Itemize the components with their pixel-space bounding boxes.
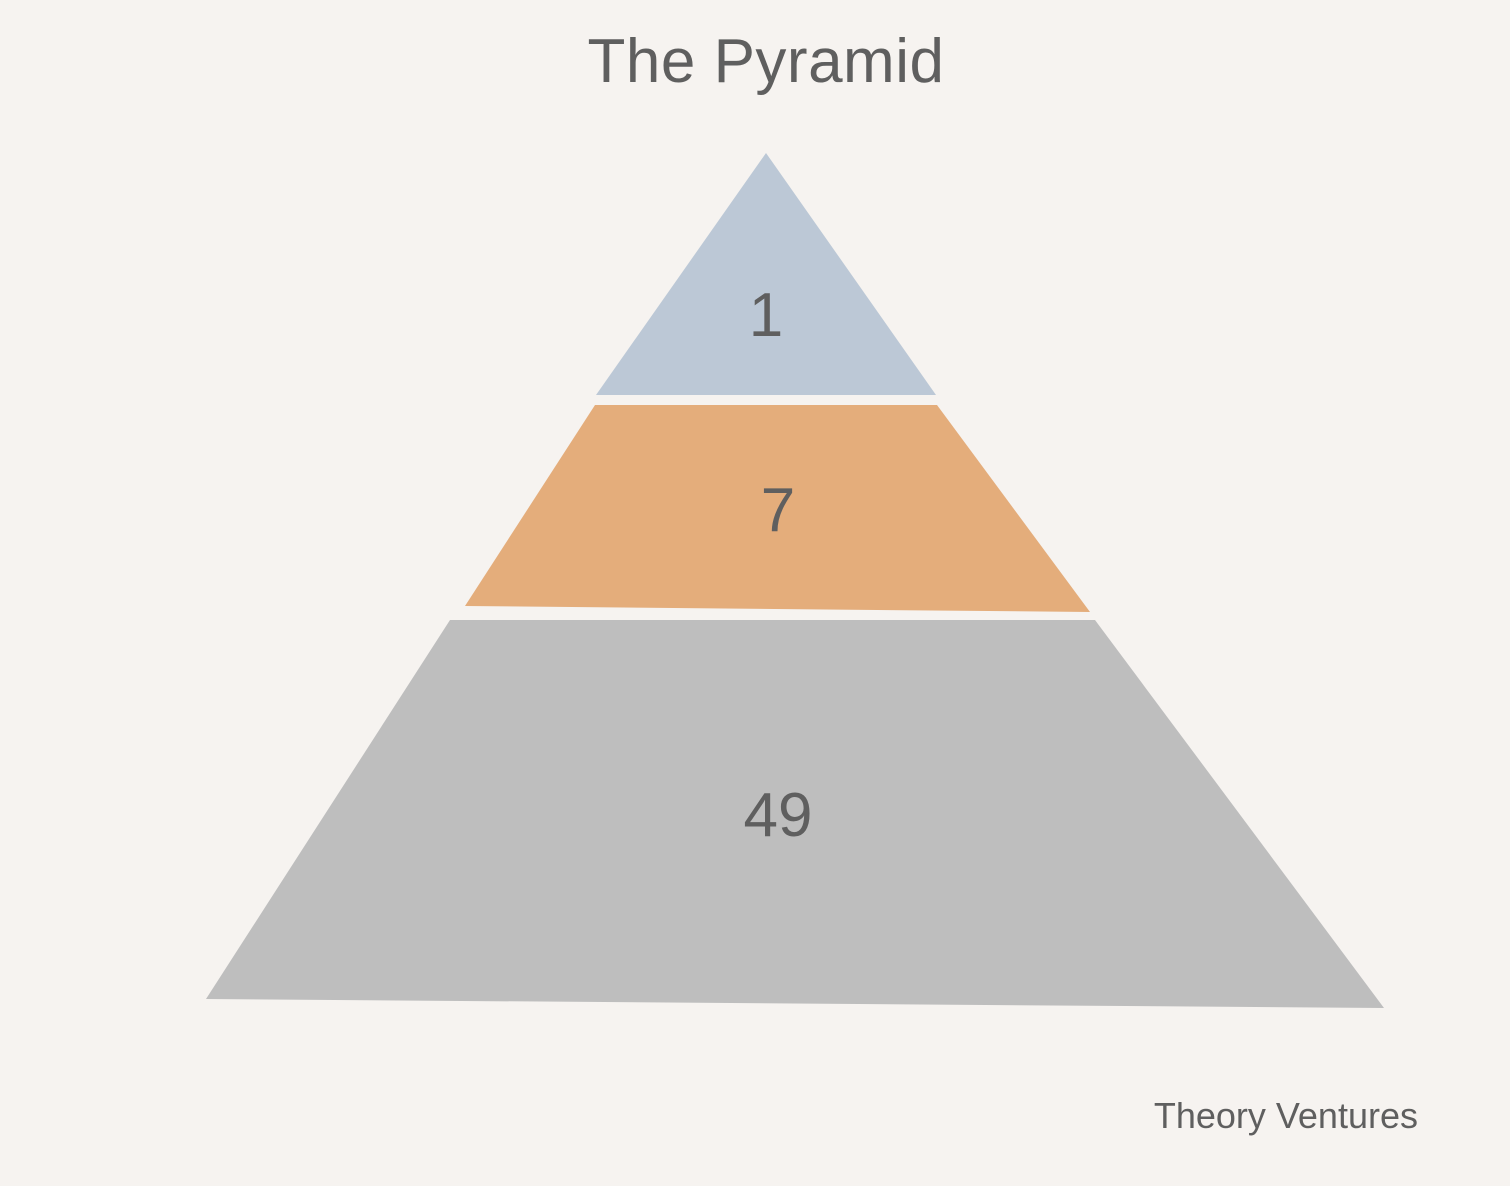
pyramid-top-tier bbox=[596, 153, 936, 395]
pyramid-bottom-tier bbox=[206, 620, 1384, 1008]
pyramid-middle-tier-label: 7 bbox=[761, 476, 795, 545]
pyramid-top-tier-label: 1 bbox=[749, 281, 783, 350]
pyramid-bottom-tier-label: 49 bbox=[744, 781, 813, 850]
credit-text: Theory Ventures bbox=[1153, 1095, 1418, 1136]
diagram-title: The Pyramid bbox=[587, 27, 945, 96]
pyramid-middle-tier bbox=[465, 405, 1090, 612]
